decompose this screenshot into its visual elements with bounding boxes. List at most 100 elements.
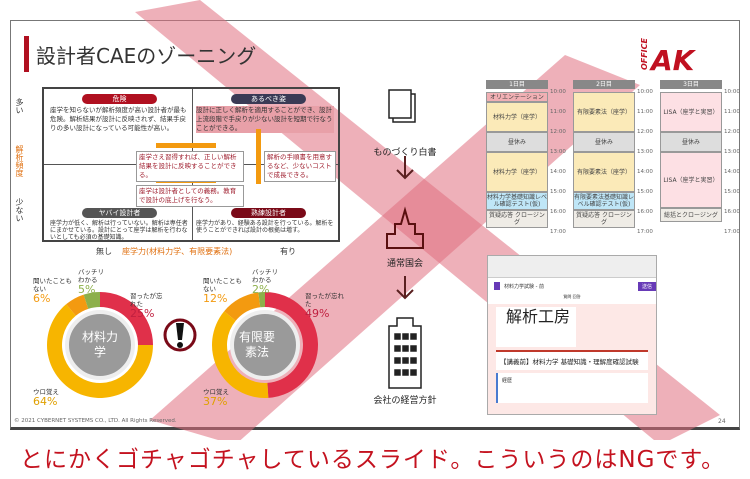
skilled-text: 座学力があり、経験ある設計を行っている。解析を使うことができれば設計の根拠は増す…	[196, 220, 334, 234]
donut-center-label: 材料力学	[81, 330, 118, 359]
danger-label: 危険	[82, 94, 157, 104]
schedule-block: LISA（座学と実習）	[660, 152, 722, 208]
schedule-block: 昼休み	[486, 132, 548, 152]
caption: とにかくゴチャゴチャしているスライド。こういうのはNGです。	[20, 447, 726, 473]
time-label: 10:00	[724, 89, 740, 95]
flow-icons	[386, 89, 424, 389]
yabai-text: 座学力が低く、解析は行っていない。解析は専任者にまかせている。設計にとって座学は…	[50, 220, 188, 241]
donut-segment	[83, 292, 100, 309]
donut-segment	[265, 292, 319, 398]
schedule-block: 有限要素法（座学）	[573, 92, 635, 132]
section-title: 経歴	[496, 373, 648, 403]
schedule-block: 総括とクロージング	[660, 208, 722, 222]
donut-center-label: 有限要素法	[238, 330, 275, 359]
time-label: 14:00	[724, 169, 740, 175]
x-axis-label: 座学力(材料力学、有限要素法)	[122, 247, 233, 256]
note-learn: 座学さえ習得すれば、正しい解析結果を設計に反映することができる。	[136, 151, 244, 182]
note-manual: 解析の手順書を用意するなど、少ないコストで成長できる。	[264, 151, 336, 182]
schedule-block: 材料力学（座学）	[486, 152, 548, 192]
donut-segment	[224, 292, 261, 321]
slide-title: 設計者CAEのゾーニング	[36, 44, 257, 68]
arrow-up-icon	[256, 129, 261, 184]
schedule-block: 有限要素法（座学）	[573, 152, 635, 192]
y-high-label: 多い	[15, 98, 24, 114]
time-label: 15:00	[724, 189, 740, 195]
schedule-block: 昼休み	[573, 132, 635, 152]
time-label: 14:00	[550, 169, 566, 175]
schedule-block: LISA（座学と実習）	[660, 92, 722, 132]
tab-questions[interactable]: 質問	[563, 294, 572, 299]
time-label: 10:00	[550, 89, 566, 95]
title-accent-bar	[24, 36, 29, 72]
time-label: 13:00	[637, 149, 653, 155]
ideal-text: 設計に正しく解析を適用することができ、設計上流段階で手戻りが少ない設計を短期で行…	[196, 106, 334, 133]
ideal-label: あるべき姿	[231, 94, 306, 104]
donut-center	[230, 310, 300, 380]
label-vague: ウロ覚え	[33, 388, 59, 396]
schedule-block: 有限要素法基礎知識レベル確認テスト(仮)	[573, 192, 635, 210]
time-label: 17:00	[637, 229, 653, 235]
copyright: © 2021 CYBERNET SYSTEMS CO., LTD. All Ri…	[14, 418, 177, 424]
send-button[interactable]: 送信	[637, 281, 656, 291]
skilled-label: 熟練設計者	[231, 208, 306, 218]
time-label: 12:00	[637, 129, 653, 135]
time-label: 15:00	[550, 189, 566, 195]
schedule-block: 質疑応答 クロージング	[573, 210, 635, 228]
donut-segment	[212, 311, 269, 398]
day-header: 3日目	[660, 80, 722, 89]
time-label: 16:00	[724, 209, 740, 215]
time-label: 11:00	[637, 109, 653, 115]
flow-monodukuri: ものづくり白書	[373, 148, 437, 158]
note-duty: 座学は設計者としての義務。教育で設計の底上げを行なう。	[136, 185, 244, 207]
time-label: 17:00	[724, 229, 740, 235]
browser-screenshot: 材料力学試験 - 前 送信 質問 回答 解析工房 【講義前】材料力学 基礎知識・…	[487, 255, 657, 415]
arrow-down-icon	[396, 276, 414, 300]
zoning-matrix: 危険 座学を知らないが解析頻度が高い設計者が最も危険。解析結果が設計に反映されず…	[42, 87, 340, 242]
time-label: 11:00	[724, 109, 740, 115]
schedule-block: 材料力学（座学）	[486, 102, 548, 132]
time-label: 15:00	[637, 189, 653, 195]
schedule-block: 昼休み	[660, 132, 722, 152]
training-schedule: 1日目オリエンテーション材料力学（座学）昼休み材料力学（座学）材料力学基礎知識レ…	[478, 80, 740, 250]
arrow-right-icon	[156, 143, 216, 148]
label-never-heard: 聞いたこともない	[33, 277, 72, 293]
flow-company-policy: 会社の経営方針	[373, 396, 437, 406]
danger-text: 座学を知らないが解析頻度が高い設計者が最も危険。解析結果が設計に反映されず、結果…	[50, 106, 187, 132]
exclamation-icon	[163, 318, 197, 352]
doc-title: 材料力学試験 - 前	[504, 283, 544, 290]
donut-segment	[46, 304, 153, 398]
flow-diet: 通常国会	[386, 259, 423, 269]
donut-center	[65, 310, 135, 380]
time-label: 16:00	[637, 209, 653, 215]
form-title: 【講義前】材料力学 基礎知識・理解度確認試験	[496, 350, 648, 370]
y-low-label: 少ない	[15, 198, 24, 222]
time-label: 12:00	[724, 129, 740, 135]
page-number: 24	[718, 418, 726, 425]
x-none-label: 無し	[96, 247, 112, 256]
pct: 6%	[33, 292, 51, 305]
time-label: 12:00	[550, 129, 566, 135]
yabai-label: ヤバイ設計者	[82, 208, 157, 218]
y-axis-label: 解析頻度	[15, 145, 24, 177]
kaiseki-kobo-logo: 解析工房	[496, 307, 576, 347]
time-label: 16:00	[550, 209, 566, 215]
time-label: 13:00	[550, 149, 566, 155]
day-header: 1日目	[486, 80, 548, 89]
donut-segment	[100, 292, 153, 345]
document-icon	[388, 89, 416, 123]
schedule-block: オリエンテーション	[486, 92, 548, 102]
building-icon	[388, 317, 422, 389]
arrow-down-icon	[396, 156, 414, 180]
tab-answers[interactable]: 回答	[572, 294, 581, 299]
time-label: 11:00	[550, 109, 566, 115]
label-fully-understand: バッチリわかる	[78, 268, 104, 284]
day-header: 2日目	[573, 80, 635, 89]
time-label: 10:00	[637, 89, 653, 95]
donut-charts	[46, 292, 319, 398]
donut-segment	[258, 292, 265, 308]
schedule-block: 材料力学基礎知識レベル確認テスト(仮)	[486, 192, 548, 210]
forms-icon	[494, 282, 500, 290]
x-have-label: 有り	[280, 247, 296, 256]
label-forgot: 習ったが忘れた	[130, 292, 163, 308]
parliament-icon	[386, 206, 424, 249]
